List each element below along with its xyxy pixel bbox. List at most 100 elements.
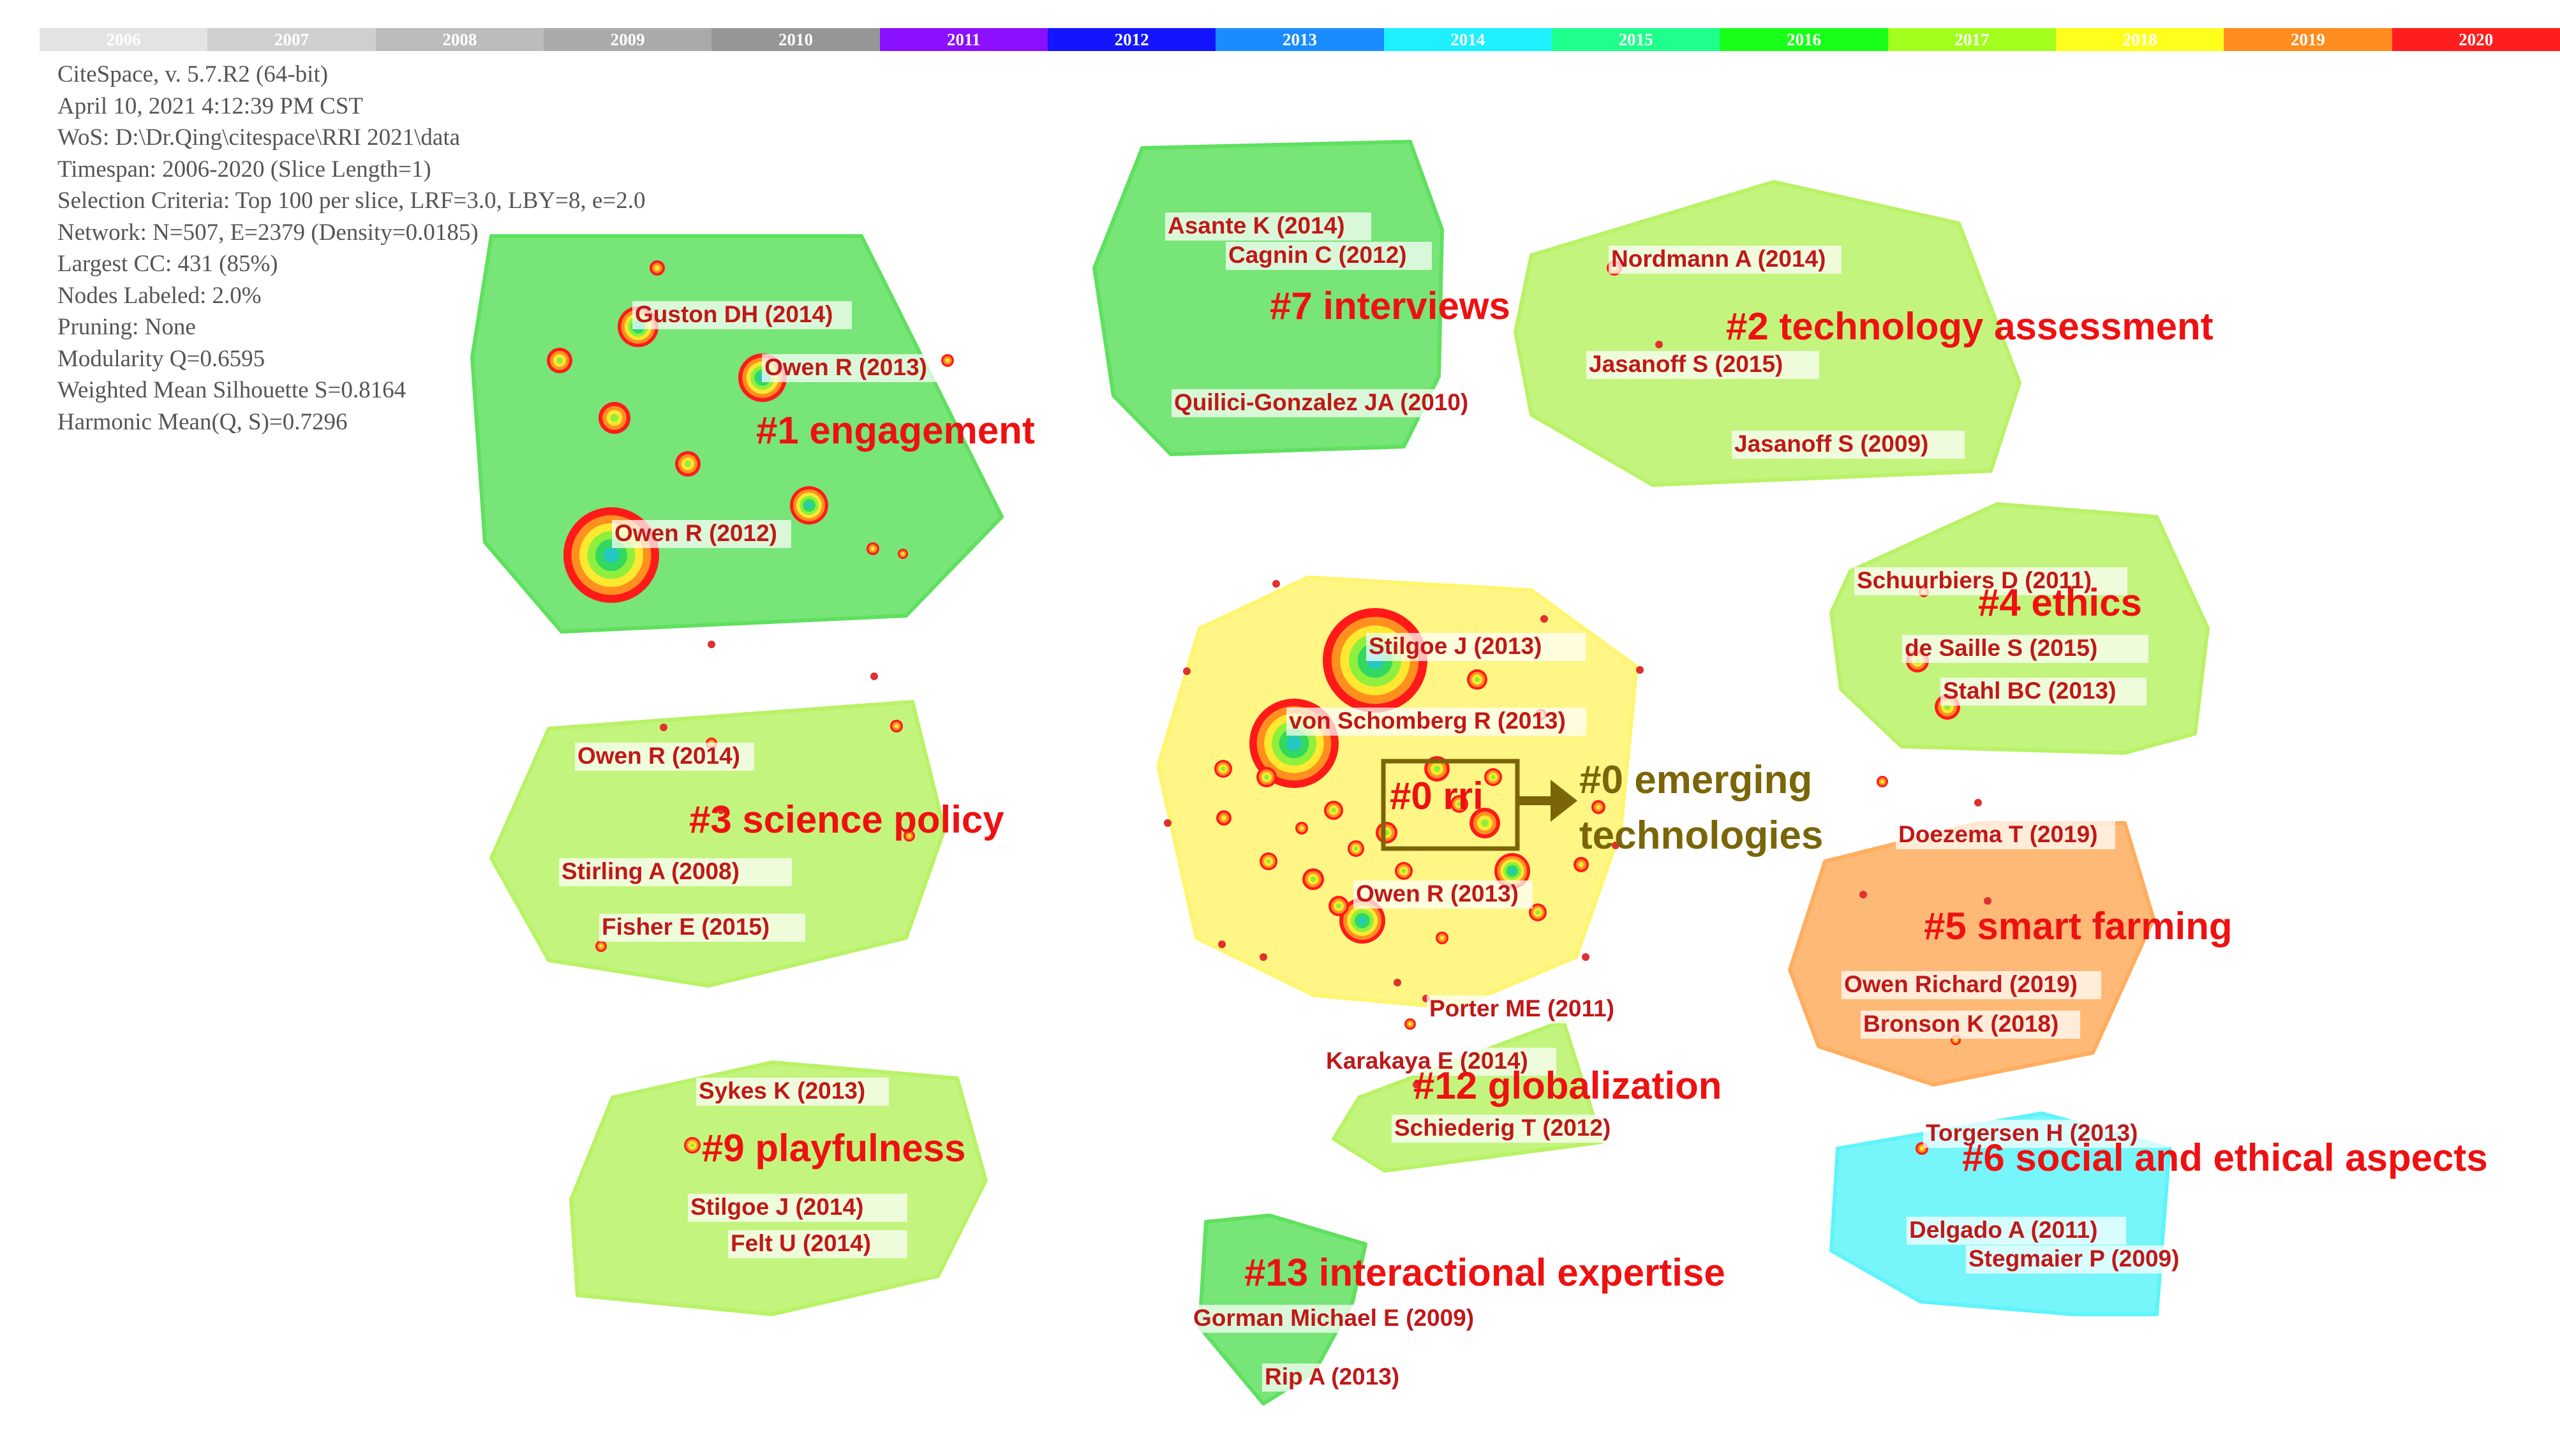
- meta-line: Pruning: None: [57, 314, 196, 340]
- node-label-backdrop: [575, 743, 754, 771]
- node-label: Stirling A (2008): [562, 858, 740, 884]
- cluster-label-c13: #13 interactional expertise: [1244, 1251, 1725, 1294]
- node-label: Gorman Michael E (2009): [1193, 1305, 1474, 1331]
- node-label-backdrop: [1172, 389, 1525, 417]
- timeline-year-2009: 2009: [543, 28, 712, 51]
- node-label: Nordmann A (2014): [1611, 246, 1826, 272]
- cluster-label-c4: #4 ethics: [1978, 581, 2142, 624]
- citation-node: [563, 507, 659, 603]
- callout-line1: #0 emerging: [1579, 758, 1812, 802]
- minor-node: [1974, 799, 1982, 806]
- node-label: Owen R (2013): [764, 354, 927, 380]
- node-label: Owen R (2013): [1356, 880, 1519, 907]
- node-label: Owen R (2014): [577, 743, 740, 769]
- timeline-year-2014: 2014: [1383, 28, 1552, 51]
- node-ring: [1434, 766, 1440, 772]
- node-label-backdrop: [559, 858, 792, 886]
- node-label: Cagnin C (2012): [1228, 242, 1407, 268]
- minor-node: [1655, 341, 1663, 348]
- node-ring: [1408, 1022, 1412, 1026]
- node-label: Karakaya E (2014): [1326, 1048, 1528, 1074]
- node-ring: [1401, 868, 1406, 873]
- node-ring: [1954, 1038, 1958, 1042]
- node-ring: [1579, 862, 1584, 867]
- node-label: Felt U (2014): [731, 1230, 871, 1256]
- timeline-year-2017: 2017: [1887, 28, 2056, 51]
- timeline-year-2020: 2020: [2392, 28, 2560, 51]
- node-label-backdrop: [1586, 351, 1819, 379]
- meta-line: Selection Criteria: Top 100 per slice, L…: [57, 188, 646, 214]
- citation-node: [650, 260, 665, 276]
- timeline-year-2012: 2012: [1047, 28, 1216, 51]
- node-label-backdrop: [632, 301, 852, 329]
- cluster-label-c0: #0 rri: [1390, 775, 1484, 817]
- meta-line: Nodes Labeled: 2.0%: [57, 282, 262, 309]
- node-label-backdrop: [1191, 1305, 1504, 1333]
- cluster-label-c5: #5 smart farming: [1924, 905, 2233, 947]
- node-label: Schuurbiers D (2011): [1857, 567, 2092, 593]
- citation-node: [1339, 898, 1385, 944]
- node-label-backdrop: [1732, 431, 1965, 459]
- minor-node: [1183, 667, 1191, 675]
- node-label: de Saille S (2015): [1905, 635, 2097, 661]
- node-ring: [1221, 766, 1226, 771]
- node-label-backdrop: [1353, 880, 1533, 909]
- citation-node: [1591, 800, 1605, 814]
- node-label: Owen Richard (2019): [1844, 971, 2078, 997]
- node-ring: [1475, 677, 1480, 682]
- node-label-backdrop: [1923, 1120, 2169, 1148]
- node-ring: [1331, 808, 1336, 813]
- node-label-backdrop: [599, 914, 805, 942]
- cluster-label-c7: #7 interviews: [1270, 285, 1510, 327]
- timeline-year-2008: 2008: [375, 28, 544, 51]
- node-ring: [603, 547, 620, 563]
- cluster-label-c6: #6 social and ethical aspects: [1962, 1136, 2488, 1179]
- citation-node: [1328, 896, 1349, 916]
- timeline-year-2006: 2006: [40, 28, 208, 51]
- citation-node: [1348, 840, 1364, 857]
- node-ring: [901, 552, 905, 556]
- citation-node: [1529, 903, 1547, 921]
- node-label-backdrop: [1854, 567, 2127, 595]
- minor-node: [1164, 819, 1172, 827]
- node-ring: [1919, 1146, 1924, 1151]
- node-ring: [1596, 805, 1601, 810]
- node-ring: [655, 265, 660, 271]
- citation-node: [1450, 795, 1468, 813]
- minor-node: [708, 641, 715, 648]
- timeline-year-2015: 2015: [1551, 28, 1720, 51]
- node-label: Quilici-Gonzalez JA (2010): [1174, 389, 1468, 415]
- citation-node: [547, 348, 572, 373]
- citation-node: [1256, 767, 1277, 787]
- node-label: Stilgoe J (2014): [690, 1194, 863, 1220]
- citation-node: [898, 549, 908, 559]
- timeline-year-2011: 2011: [879, 28, 1048, 51]
- citation-node: [1404, 1018, 1416, 1030]
- minor-node: [1272, 580, 1280, 588]
- citation-node: [1216, 810, 1232, 826]
- timeline-year-2016: 2016: [1720, 28, 1888, 51]
- citation-node: [1376, 822, 1397, 843]
- node-label-backdrop: [1286, 708, 1586, 736]
- node-label-backdrop: [1609, 246, 1842, 274]
- node-ring: [1491, 775, 1496, 780]
- minor-node: [1859, 891, 1867, 898]
- node-label-backdrop: [688, 1194, 907, 1222]
- node-ring: [894, 724, 899, 729]
- callout-arrow-head: [1551, 780, 1577, 822]
- node-ring: [1457, 801, 1462, 806]
- minor-node: [1260, 953, 1267, 961]
- node-ring: [1336, 903, 1341, 909]
- node-ring: [690, 1143, 695, 1148]
- cluster-labels: #1 engagement#7 interviews#2 technology …: [689, 285, 2488, 1294]
- node-label-backdrop: [1366, 633, 1586, 661]
- cluster-label-c2: #2 technology assessment: [1726, 305, 2214, 348]
- node-ring: [1535, 910, 1540, 915]
- meta-line: Modularity Q=0.6595: [57, 345, 265, 372]
- node-label: Stegmaier P (2009): [1968, 1245, 2179, 1272]
- node-ring: [945, 358, 950, 363]
- node-label: von Schomberg R (2013): [1289, 708, 1566, 734]
- node-labels: Guston DH (2014)Owen R (2013)Owen R (201…: [559, 212, 2212, 1392]
- node-label: Delgado A (2011): [1909, 1217, 2097, 1243]
